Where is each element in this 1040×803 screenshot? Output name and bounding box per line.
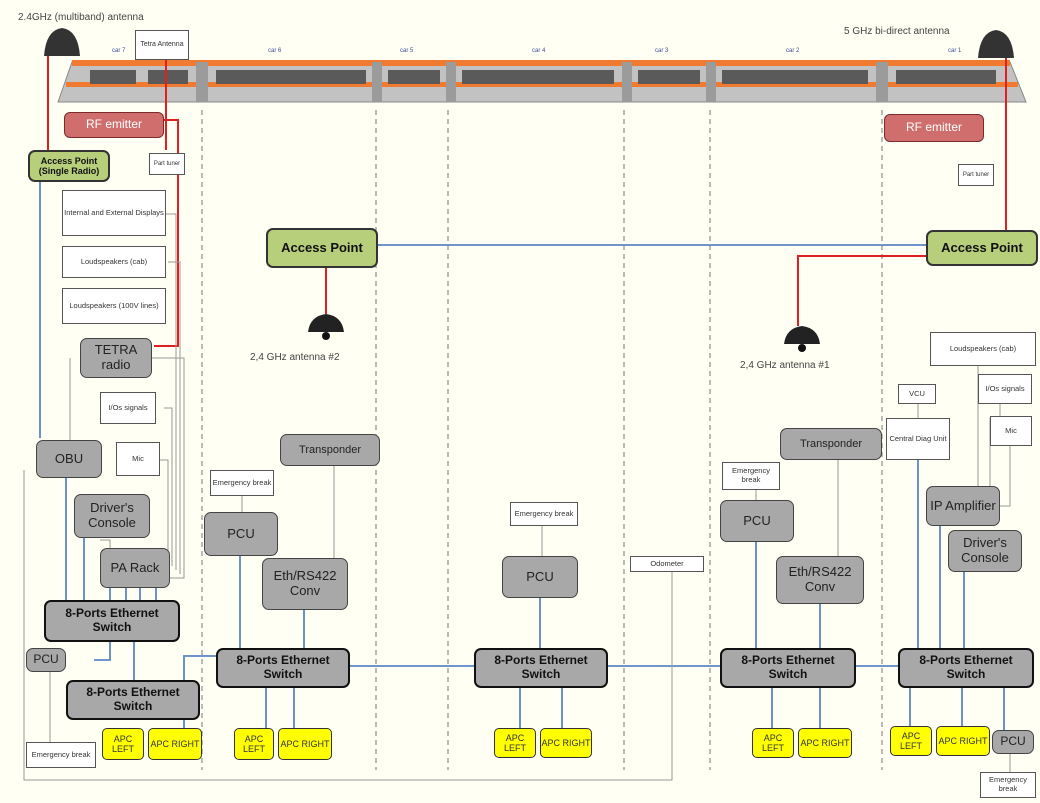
- pcu-car2: PCU: [720, 500, 794, 542]
- eth-rs422-conv-car6: Eth/RS422 Conv: [262, 558, 348, 610]
- obu-box: OBU: [36, 440, 102, 478]
- mic-right: Mic: [990, 416, 1032, 446]
- antenna-icon: [44, 28, 80, 56]
- apc-left-car2: APC LEFT: [752, 728, 794, 758]
- displays-box: Internal and External Displays: [62, 190, 166, 236]
- loudspeakers-100v: Loudspeakers (100V lines): [62, 288, 166, 324]
- bidirect-antenna-label: 5 GHz bi-direct antenna: [844, 26, 950, 37]
- apc-left-car6: APC LEFT: [234, 728, 274, 760]
- emergency-break-car4: Emergency break: [510, 502, 578, 526]
- car-label: car 6: [268, 48, 282, 54]
- camera-dome-icon: [308, 314, 344, 340]
- odometer-box: Odometer: [630, 556, 704, 572]
- central-diag-unit: Central Diag Unit: [886, 418, 950, 460]
- antenna-1-label: 2,4 GHz antenna #1: [740, 360, 830, 371]
- control-cables: [23, 213, 1011, 781]
- apc-right-car6: APC RIGHT: [278, 728, 332, 760]
- emergency-break-car2: Emergency break: [722, 462, 780, 490]
- ethernet-switch-car7-a: 8-Ports Ethernet Switch: [44, 600, 180, 642]
- rf-emitter-left: RF emitter: [64, 112, 164, 138]
- car-label: car 5: [400, 48, 414, 54]
- pa-rack: PA Rack: [100, 548, 170, 588]
- car-label: car 7: [112, 48, 126, 54]
- pcu-car4: PCU: [502, 556, 578, 598]
- car-label: car 3: [655, 48, 669, 54]
- eth-rs422-conv-car2: Eth/RS422 Conv: [776, 556, 864, 604]
- apc-left-car1: APC LEFT: [890, 726, 932, 756]
- pcu-car6: PCU: [204, 512, 278, 556]
- transponder-car6: Transponder: [280, 434, 380, 466]
- apc-right-car2: APC RIGHT: [798, 728, 852, 758]
- ethernet-switch-car1: 8-Ports Ethernet Switch: [898, 648, 1034, 688]
- ios-signals-left: I/Os signals: [100, 392, 156, 424]
- ethernet-switch-car2: 8-Ports Ethernet Switch: [720, 648, 856, 688]
- tetra-radio: TETRA radio: [80, 338, 152, 378]
- multiband-antenna-label: 2.4GHz (multiband) antenna: [18, 12, 144, 23]
- part-tuner-left: Part tuner: [149, 153, 185, 175]
- apc-right-car7: APC RIGHT: [148, 728, 202, 760]
- ios-signals-right: I/Os signals: [978, 374, 1032, 404]
- loudspeakers-cab-left: Loudspeakers (cab): [62, 246, 166, 278]
- car-label: car 1: [948, 48, 962, 54]
- train-body: [57, 60, 1027, 103]
- access-point-car1: Access Point: [926, 230, 1038, 266]
- apc-left-car4: APC LEFT: [494, 728, 536, 758]
- transponder-car2: Transponder: [780, 428, 882, 460]
- access-point-car6: Access Point: [266, 228, 378, 268]
- apc-left-car7: APC LEFT: [102, 728, 144, 760]
- car-label: car 4: [532, 48, 546, 54]
- loudspeakers-cab-right: Loudspeakers (cab): [930, 332, 1036, 366]
- ethernet-switch-car7-b: 8-Ports Ethernet Switch: [66, 680, 200, 720]
- drivers-console-right: Driver's Console: [948, 530, 1022, 572]
- ip-amplifier: IP Amplifier: [926, 486, 1000, 526]
- pcu-car7: PCU: [26, 648, 66, 672]
- drivers-console-left: Driver's Console: [74, 494, 150, 538]
- ethernet-switch-car6: 8-Ports Ethernet Switch: [216, 648, 350, 688]
- apc-right-car1: APC RIGHT: [936, 726, 990, 756]
- ethernet-switch-car4: 8-Ports Ethernet Switch: [474, 648, 608, 688]
- apc-right-car4: APC RIGHT: [540, 728, 592, 758]
- antenna-2-label: 2,4 GHz antenna #2: [250, 352, 340, 363]
- rf-cables: [47, 46, 1007, 347]
- emergency-break-car6: Emergency break: [210, 470, 274, 496]
- tetra-antenna-label: Tetra Antenna: [135, 30, 189, 60]
- vcu-box: VCU: [898, 384, 936, 404]
- emergency-break-car1: Emergency break: [980, 772, 1036, 798]
- camera-dome-icon: [784, 326, 820, 352]
- antenna-icon: [978, 30, 1014, 58]
- pcu-car1: PCU: [992, 730, 1034, 754]
- emergency-break-car7: Emergency break: [26, 742, 96, 768]
- car-label: car 2: [786, 48, 800, 54]
- rf-emitter-right: RF emitter: [884, 114, 984, 142]
- mic-left: Mic: [116, 442, 160, 476]
- access-point-single-radio: Access Point (Single Radio): [28, 150, 110, 182]
- part-tuner-right: Part tuner: [958, 164, 994, 186]
